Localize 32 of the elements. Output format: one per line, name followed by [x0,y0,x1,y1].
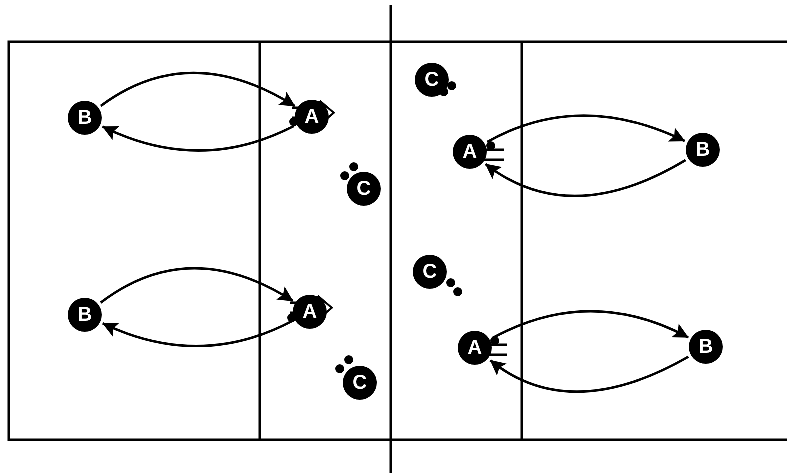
player-letter: B [78,305,92,325]
player-letter: B [78,108,92,128]
player-letter: C [352,373,368,393]
player-circle [68,101,102,135]
player-circle [68,298,102,332]
player-letter: A [462,142,478,162]
player-circle [343,366,377,400]
player-letter: A [468,338,482,358]
arrow [490,356,690,394]
arrow [100,267,294,304]
player-circle [293,295,327,329]
player-letter: B [696,140,710,160]
arrow [485,159,686,198]
arrow [486,114,686,144]
arrow [492,310,689,340]
player-circle [458,331,492,365]
player-letter: A [302,302,318,322]
player-circle [415,63,449,97]
player-letter: B [698,337,714,357]
arrow [102,125,295,152]
player-circle [295,100,329,134]
player-letter: A [304,107,320,127]
player-letter: C [422,262,438,282]
player-circle [686,133,720,167]
arrow [100,72,296,108]
arrow [102,320,293,348]
player-circle [453,135,487,169]
player-letter: C [424,70,440,90]
player-circle [689,330,723,364]
player-circle [347,172,381,206]
player-circle [413,255,447,289]
player-letter: C [356,179,372,199]
